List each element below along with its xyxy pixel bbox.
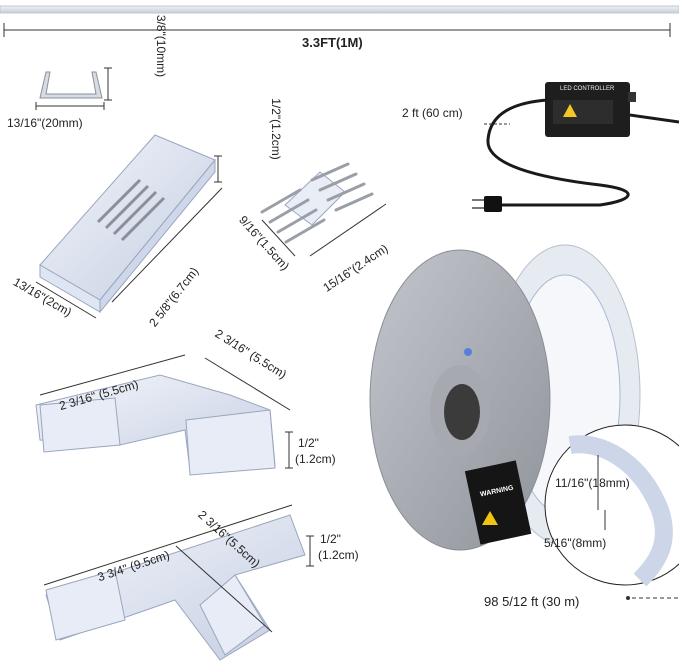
reel-warning-label	[464, 460, 532, 545]
led-strip	[0, 5, 679, 14]
channel-clip-icon	[39, 71, 103, 99]
pin-connector-dimensions	[261, 203, 387, 257]
inset-height-label: 5/16"(8mm)	[544, 536, 607, 550]
inset-width-label: 11/16"(18mm)	[555, 476, 630, 490]
controller-cord	[486, 98, 630, 207]
strip-profile-inset	[544, 424, 679, 587]
strip-length-label: 3.3FT(1M)	[302, 35, 363, 50]
channel-clip-width-label: 13/16"(20mm)	[7, 116, 83, 130]
t-connector-dimensions	[43, 504, 314, 633]
controller-cord-label: 2 ft (60 cm)	[402, 106, 463, 120]
t-connector-height-label-1: 1/2"	[320, 532, 341, 546]
end-connector-icon	[39, 134, 216, 314]
channel-clip-dimensions	[35, 67, 112, 110]
warning-triangle-icon	[482, 511, 498, 525]
l-connector-dimensions	[39, 354, 293, 469]
power-plug-icon	[472, 196, 502, 212]
led-controller-device	[545, 82, 636, 137]
l-connector-height-label-1: 1/2"	[298, 436, 319, 450]
controller-title: LED CONTROLLER	[560, 86, 615, 92]
reel-length-label: 98 5/12 ft (30 m)	[484, 594, 580, 609]
strip-length-dimension	[3, 23, 671, 37]
reel-length-leader	[626, 596, 679, 600]
channel-clip-height-label: 3/8"(10mm)	[154, 14, 169, 78]
controller-output-cord	[629, 113, 679, 124]
pin-connector-icon	[260, 162, 374, 244]
t-connector-icon	[45, 514, 306, 661]
end-connector-height-label: 1/2"(1.2cm)	[268, 98, 283, 160]
l-connector-height-label-2: (1.2cm)	[295, 452, 336, 466]
end-connector-dimensions	[35, 155, 223, 319]
t-connector-height-label-2: (1.2cm)	[318, 548, 359, 562]
l-connector-icon	[35, 374, 276, 476]
